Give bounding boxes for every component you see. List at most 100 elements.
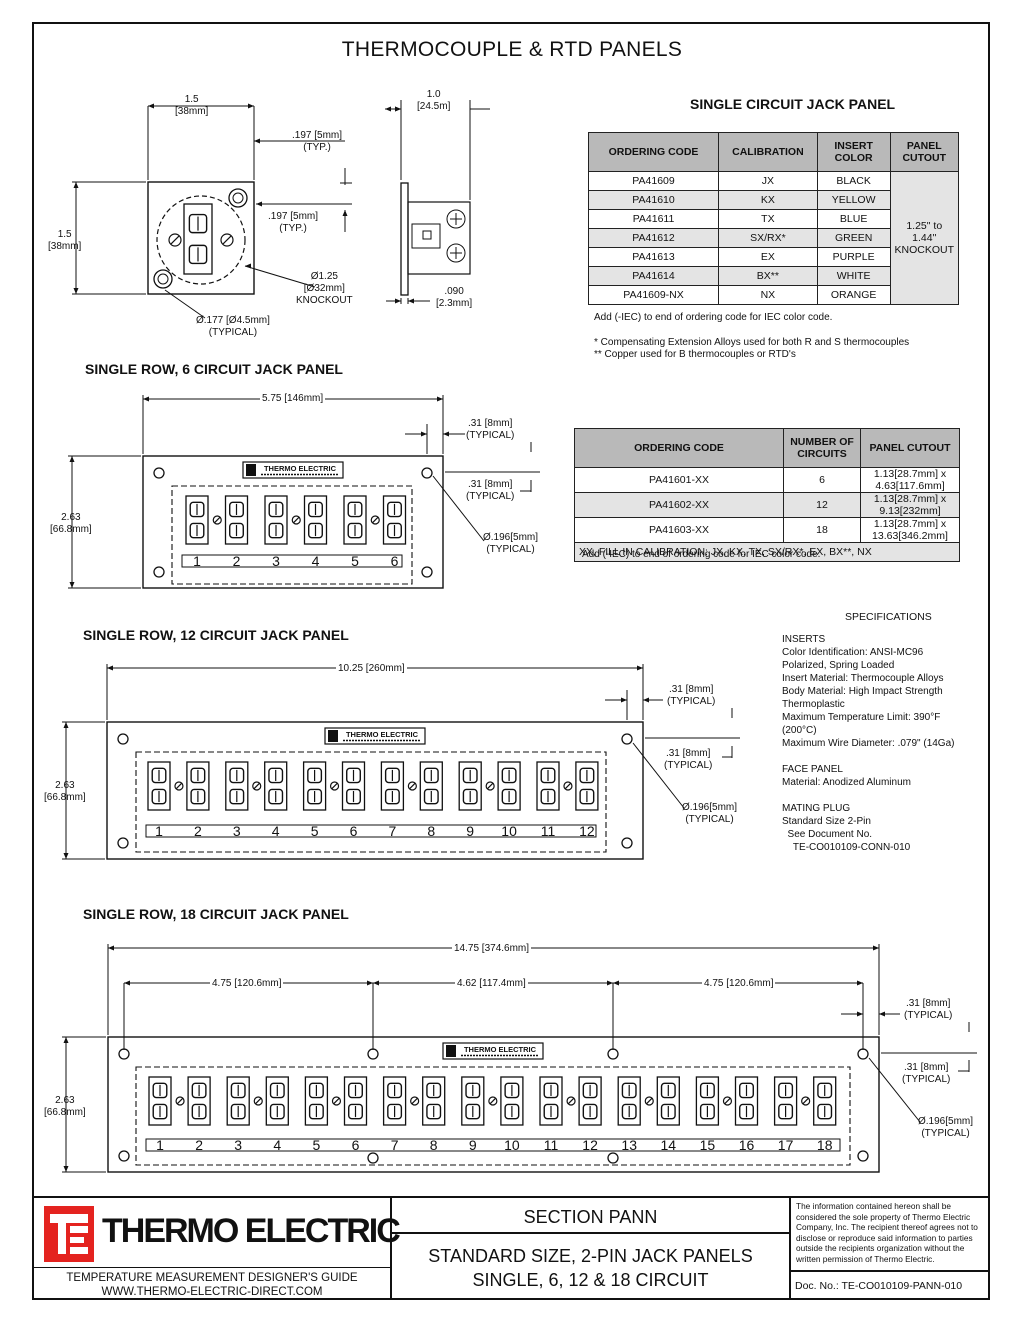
jack-socket [346,788,361,805]
fill-note: XX, FILL IN CALIBRATION: JX, KX, TX, SX/… [574,542,960,562]
mounting-hole [621,837,633,849]
jack-socket [660,1082,676,1099]
screw-icon [801,1096,811,1106]
jack-socket [778,1103,794,1120]
footnote: ** Copper used for B thermocouples or RT… [594,349,796,360]
screw-icon [644,1096,654,1106]
side-view-pin [422,230,432,240]
jack-socket [384,767,400,784]
knockout-outline [156,195,246,285]
jack-socket [387,522,402,539]
jack-cutout-outline [171,485,413,585]
arrowhead [857,1011,863,1017]
jack-socket [347,522,363,539]
jack-insert [617,1076,641,1126]
spec-line: Maximum Temperature Limit: 390°F [782,712,941,723]
description-line2: SINGLE, 6, 12 & 18 CIRCUIT [472,1270,709,1290]
jack-socket [191,1103,207,1120]
circuit-number: 1 [156,1137,164,1153]
arrowhead [63,722,69,728]
arrowhead [395,106,401,112]
screw-icon [446,209,466,229]
jack-socket [579,767,595,784]
jack-insert [380,761,405,811]
circuit-number: 13 [621,1137,637,1153]
leader-line [164,289,206,319]
footnote: * Compensating Extension Alloys used for… [594,337,910,348]
jack-socket [540,767,556,784]
screw-slot [333,1097,340,1105]
single-circuit-table: ORDERING CODE CALIBRATION INSERT COLOR P… [587,132,959,305]
jack-insert [186,761,210,811]
table-cell: 1.13[28.7mm] x 4.63[117.6mm] [860,467,960,493]
col-header: ORDERING CODE [587,132,720,172]
jack-socket [151,788,167,805]
leader-line [432,475,485,542]
arrowhead [385,106,391,112]
single-width-dim: 1.5 [38mm] [175,94,209,117]
jack-socket [151,767,167,784]
mounting-hole [153,566,165,578]
col-header: ORDERING CODE [574,428,784,468]
jack-insert [419,761,443,811]
circuit-number: 8 [430,1137,438,1153]
jack-insert [226,1076,250,1126]
single-panel-plate [147,181,255,295]
jack-socket [462,767,478,784]
screw-icon [175,1096,185,1106]
circuit-number: 1 [193,553,201,569]
spec-line: See Document No. [782,829,873,840]
twelve-edge-top-dim: .31 [8mm] (TYPICAL) [667,684,716,707]
screw-slot [176,1097,184,1105]
jack-insert [224,495,249,545]
panel-logo-text: THERMO ELECTRIC [264,464,337,473]
mounting-hole [607,1152,619,1164]
screw-icon [212,515,222,525]
col-header: INSERT COLOR [816,132,891,172]
label-strip [145,824,597,838]
screw-icon [168,233,182,247]
panel-cutout-cell: 1.25" to 1.44" KNOCKOUT [889,171,959,305]
circuit-number: 7 [391,1137,399,1153]
company-name: THERMO ELECTRIC [102,1212,401,1250]
mounting-hole [117,733,129,745]
jack-socket [189,522,205,539]
six-height-dim: 2.63 [66.8mm] [50,512,92,535]
mounting-hole [117,837,129,849]
twelve-edge-side-dim: .31 [8mm] (TYPICAL) [664,748,713,771]
leader-line [632,742,685,809]
circuit-number: 1 [155,823,163,839]
mounting-hole [607,1048,619,1060]
circuit-number: 5 [313,1137,321,1153]
jack-insert [302,761,327,811]
circuit-number: 4 [273,1137,281,1153]
jack-socket [579,788,595,805]
spec-line: Polarized, Spring Loaded [782,660,895,671]
spec-line [782,750,954,763]
jack-socket [423,767,439,784]
circuit-number: 16 [739,1137,755,1153]
twelve-panel-plate [106,721,644,860]
jack-socket [817,1082,833,1099]
jack-socket [308,501,323,518]
screw-icon [407,781,417,791]
single-inset-side-dim: .197 [5mm] (TYP.) [268,211,319,234]
table-cell: TX [718,209,818,229]
table-cell: PA41609-NX [587,285,720,305]
jack-socket [268,788,284,805]
arrowhead [124,980,130,986]
arrowhead [408,298,414,304]
screw-icon [329,781,340,791]
arrowhead [73,182,79,188]
screw-icon [253,1096,263,1106]
table-cell: WHITE [816,266,891,286]
jack-socket [269,1103,285,1120]
section-name: SECTION PANN [523,1207,658,1227]
side-view-body [407,201,471,275]
jack-insert [813,1076,837,1126]
spec-line: Material: Anodized Aluminum [782,777,911,788]
spec-line: MATING PLUG [782,803,851,814]
iec-note: Add (-IEC) to end of ordering code for I… [594,312,833,323]
col-header: NUMBER OF CIRCUITS [783,428,861,468]
